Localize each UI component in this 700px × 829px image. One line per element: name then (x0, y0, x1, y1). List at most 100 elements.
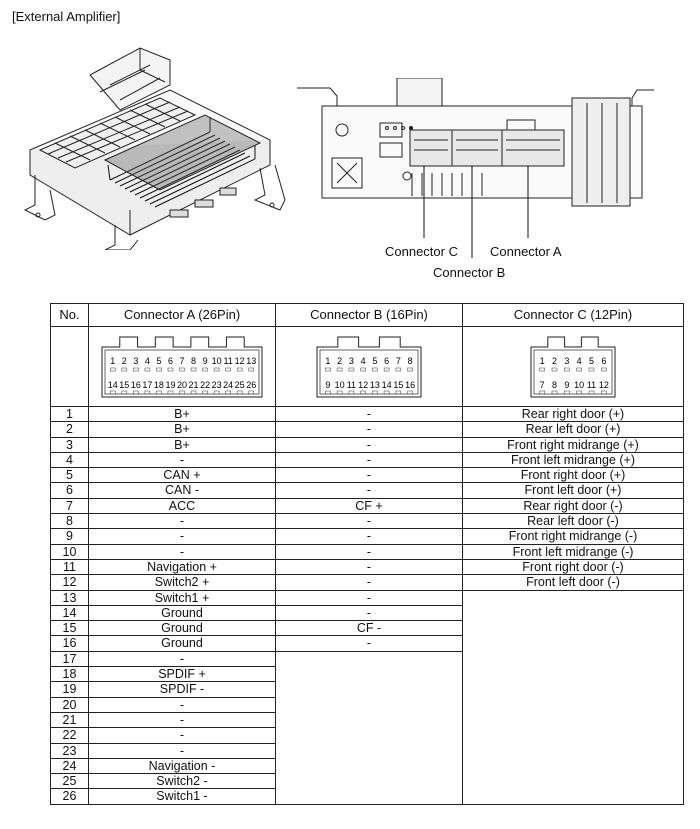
cell-no: 18 (50, 666, 89, 683)
pin-terminal (236, 390, 243, 394)
table-row: 20- (50, 696, 684, 713)
pin-terminal (167, 390, 174, 394)
connector-outline (530, 336, 616, 397)
pin-label: 14 (382, 380, 392, 390)
cell-c: Front right midrange (-) (462, 528, 684, 545)
cell-no: 9 (50, 528, 89, 545)
table-row: 23- (50, 742, 684, 759)
table-row: 10--Front left midrange (-) (50, 543, 684, 560)
cell-c (462, 605, 684, 621)
pin-label: 18 (154, 380, 164, 390)
cell-b (275, 666, 463, 682)
pin-label: 3 (564, 356, 569, 366)
cell-no: 11 (50, 558, 89, 576)
cell-no: 17 (50, 650, 89, 668)
pin-label: 14 (108, 380, 118, 390)
pin-label: 3 (349, 356, 354, 366)
amplifier-isometric-illustration (23, 47, 286, 250)
table-row: 17- (50, 650, 684, 668)
cell-a: - (88, 742, 276, 759)
cell-no: 6 (50, 482, 89, 499)
pin-label: 25 (235, 380, 245, 390)
pin-label: 19 (165, 380, 175, 390)
cell-b: CF + (275, 497, 463, 515)
pin-terminal (121, 367, 128, 371)
pin-label: 21 (189, 380, 199, 390)
callout-connector-b: Connector B (433, 265, 506, 280)
cell-c: Rear left door (+) (462, 421, 684, 438)
cell-c: Front left midrange (+) (462, 451, 684, 469)
pin-label: 9 (564, 380, 569, 390)
pin-label: 6 (384, 356, 389, 366)
cell-no: 22 (50, 727, 89, 744)
cell-no: 4 (50, 451, 89, 469)
table-row: 9--Front right midrange (-) (50, 528, 684, 545)
page-heading: [External Amplifier] (12, 9, 121, 24)
cell-c: Front right door (+) (462, 467, 684, 484)
pin-label: 2 (552, 356, 557, 366)
pin-label: 13 (370, 380, 380, 390)
pin-terminal (383, 390, 390, 394)
pin-terminal (348, 390, 355, 394)
cell-b (275, 727, 463, 744)
header-connector-c: Connector C (12Pin) (462, 303, 684, 327)
cell-a: Switch2 + (88, 574, 276, 591)
cell-a: Navigation + (88, 558, 276, 576)
pin-terminal (588, 390, 595, 394)
table-row: 8--Rear left door (-) (50, 513, 684, 530)
pin-label: 7 (396, 356, 401, 366)
pin-terminal (144, 390, 151, 394)
cell-b: - (275, 574, 463, 591)
pin-terminal (109, 367, 116, 371)
pin-terminal (539, 390, 545, 394)
cell-no: 13 (50, 589, 89, 606)
cell-b: - (275, 513, 463, 530)
cell-a: - (88, 528, 276, 545)
cell-a: - (88, 451, 276, 469)
cell-b: - (275, 482, 463, 499)
pin-terminal (133, 390, 139, 394)
cell-a: SPDIF - (88, 681, 276, 698)
pin-label: 15 (119, 380, 129, 390)
cell-b: CF - (275, 620, 463, 637)
pin-label: 15 (393, 380, 403, 390)
pin-label: 1 (110, 356, 115, 366)
cell-a: - (88, 513, 276, 530)
cell-no: 3 (50, 436, 89, 453)
pin-terminal (202, 367, 208, 371)
connector-inner-outline (533, 349, 613, 394)
cell-c (462, 743, 684, 759)
pin-label: 7 (179, 356, 184, 366)
cell-b: - (275, 589, 463, 606)
pin-terminal (179, 367, 185, 371)
cell-c: Rear left door (-) (462, 513, 684, 530)
pin-label: 8 (191, 356, 196, 366)
pin-terminal (601, 390, 607, 394)
pin-terminal (564, 367, 570, 371)
cell-b (275, 681, 463, 698)
cell-no: 23 (50, 742, 89, 759)
table-row: 4--Front left midrange (+) (50, 451, 684, 469)
pin-label: 26 (246, 380, 256, 390)
cell-a: Switch1 + (88, 589, 276, 606)
cell-b (275, 773, 463, 789)
cell-no: 15 (50, 620, 89, 637)
pin-terminal (202, 390, 208, 394)
cell-c (462, 589, 684, 606)
cell-b (275, 650, 463, 667)
cell-c (462, 635, 684, 652)
connector-inner-outline (319, 349, 419, 394)
cell-c (462, 651, 684, 667)
pin-label: 9 (203, 356, 208, 366)
pin-terminal (360, 367, 366, 371)
cell-no: 12 (50, 574, 89, 591)
